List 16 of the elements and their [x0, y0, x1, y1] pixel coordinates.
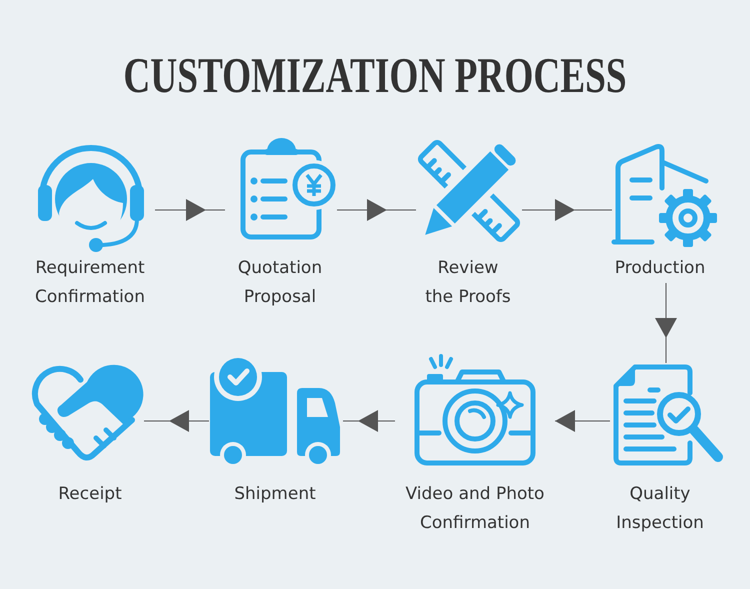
step-label: Quality Inspection [615, 483, 705, 535]
arrow [154, 199, 226, 221]
title: CUSTOMIZATION PROCESS [123, 50, 627, 100]
arrow [336, 199, 416, 221]
step-label: Review the Proofs [424, 257, 512, 309]
step-label: Production [614, 257, 706, 280]
step-label: Video and Photo Confirmation [404, 483, 546, 535]
step-label: Shipment [234, 483, 316, 506]
step-label: Requirement Confirmation [34, 257, 146, 309]
arrow [144, 410, 210, 432]
arrow [342, 410, 396, 432]
arrow [554, 410, 610, 432]
step-label: Quotation Proposal [236, 257, 324, 309]
step-label: Receipt [58, 483, 122, 506]
arrow [522, 199, 612, 221]
arrow [655, 282, 677, 364]
